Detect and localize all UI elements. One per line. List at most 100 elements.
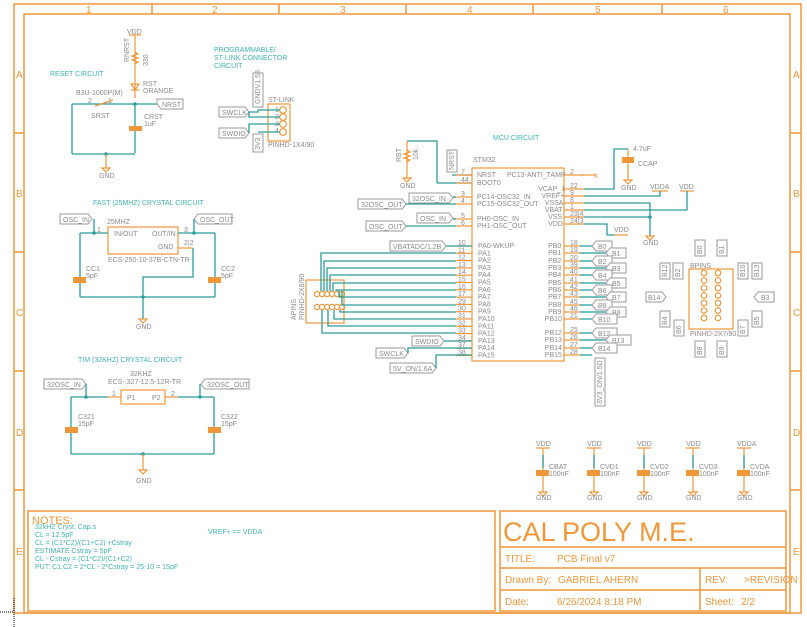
vdd-label: VDD [679, 184, 694, 191]
cap-value: 1uF [144, 121, 156, 128]
cap-value: 100nF [650, 471, 670, 478]
pin-num: 11 [458, 247, 465, 254]
row-label: B [16, 189, 23, 200]
pin-name: PA5 [478, 280, 491, 287]
pin-num: 3 [184, 227, 188, 234]
supply-label: VDDA [737, 441, 757, 448]
pin-name: PB3 [548, 265, 561, 272]
gnd-net-text: GNDV1.58 [255, 70, 262, 104]
pin-num: 46 [570, 306, 578, 313]
fast-crystal-circuit[interactable]: FAST (25MHZ) CRYSTAL CIRCUIT OSC_IN OSC_… [59, 200, 235, 331]
net-text: B4 [598, 273, 607, 280]
ground-icon [738, 491, 750, 497]
note-line: PUT: C1,C2 = 2*CL - 2*Cstray = 25-10 = 1… [35, 564, 178, 571]
cap-value: 5pF [86, 273, 98, 280]
switch-pin2: 2 [88, 98, 92, 105]
reset-circuit[interactable]: RESET CIRCUIT VDD RNRST 330 RST ORANGE B… [50, 29, 184, 180]
pin-num: 1 [112, 391, 116, 398]
org-name: CAL POLY M.E. [503, 517, 695, 547]
swclk-net-text: SWCLK [222, 110, 247, 117]
resistor-value: 10k [413, 148, 420, 160]
net-text: B0 [598, 244, 607, 251]
capacitor-icon [65, 427, 78, 433]
swclk-net-label [375, 347, 409, 359]
net-text: B3 [761, 295, 770, 302]
ground-icon [401, 177, 413, 183]
pin-num: 39 [570, 262, 578, 269]
apins-header[interactable]: APINS PINHD-2X8/90 [291, 252, 456, 334]
column-label: 3 [340, 5, 346, 16]
note-line: CL - Cstray = (C1*C2)/(C1+C2) [35, 556, 132, 563]
ccap-name: CCAP [638, 161, 658, 168]
vdd-label: VDD [127, 29, 142, 36]
gnd-label: GND [686, 495, 702, 502]
no-connect-icon: x [594, 171, 598, 180]
column-label: 4 [467, 5, 473, 16]
b-net-label [645, 291, 667, 303]
tim-crystal-circuit[interactable]: TIM (32KHZ) CRYSTAL CIRCUIT 32OSC_IN 32O… [43, 357, 250, 485]
pin-num: 41 [570, 277, 578, 284]
pin-name: VCAP_1 [538, 186, 565, 193]
pin-num: 27 [570, 342, 578, 349]
ccap-value: 4.7uF [633, 146, 651, 153]
crystal-body [107, 226, 179, 255]
b-net-label [659, 310, 671, 328]
cap-name: CVD1 [600, 464, 619, 471]
pin-num: 7 [461, 169, 465, 176]
drawn-by-value: GABRIEL AHERN [558, 575, 638, 586]
crystal-freq: 25MHZ [107, 219, 131, 226]
pin-name: PA3 [478, 265, 491, 272]
date-value: 6/26/2024 8:18 PM [557, 597, 642, 608]
pin-name: P2 [152, 395, 161, 402]
net-text: B5 [612, 281, 621, 288]
row-label: D [16, 428, 23, 439]
pin-name: PA14 [478, 345, 495, 352]
cap-name: CVDA [750, 464, 770, 471]
sheet-value: 2/2 [741, 597, 755, 608]
stlink-connector[interactable]: PROGRAMMABLE/ ST-LINK CONNECTOR CIRCUIT … [214, 47, 314, 153]
cap-value: 100nF [549, 471, 569, 478]
pin-name: PB8 [548, 302, 561, 309]
pin-num: 2 [171, 391, 175, 398]
pin-name: IN/OUT [114, 231, 138, 238]
net-text: 5V_ON/1.6A [393, 366, 433, 373]
osc-in-net-label [416, 212, 454, 224]
vbatadc-net-label [389, 240, 447, 252]
net-text: OSC_OUT [369, 224, 404, 231]
pin-name: PA4 [478, 272, 491, 279]
osc-in-text: OSC_IN [63, 217, 89, 224]
crystal-freq: 32KHZ [130, 371, 153, 378]
3v3-on-net-label [594, 357, 606, 407]
crystal-part: ECS-250-10-37B-CTN-TR [108, 257, 190, 264]
bpins-part: PINHD-2X7/90 [690, 331, 736, 338]
mcu-name: STM32 [473, 157, 496, 164]
pin-name: PB14 [545, 345, 562, 352]
pin-num: 8 [570, 197, 574, 204]
cap-name: CRST [144, 114, 164, 121]
pin-name: PB4 [548, 272, 561, 279]
note-line: CL = 12.5pF [35, 532, 73, 539]
pin-name: PB0 [548, 243, 561, 250]
ground-icon [687, 491, 699, 497]
stlink-title-3: CIRCUIT [214, 63, 243, 70]
column-label: 1 [86, 5, 92, 16]
pin-name: VBAT [545, 207, 563, 214]
column-label: 6 [723, 5, 729, 16]
row-label: A [793, 70, 800, 81]
cap-value: 15pF [78, 421, 94, 428]
net-text: B13 [612, 338, 625, 345]
date-label: Date: [505, 597, 529, 608]
ground-icon [644, 235, 656, 241]
swclk-net-label [218, 106, 250, 118]
gnd-label: GND [737, 495, 753, 502]
